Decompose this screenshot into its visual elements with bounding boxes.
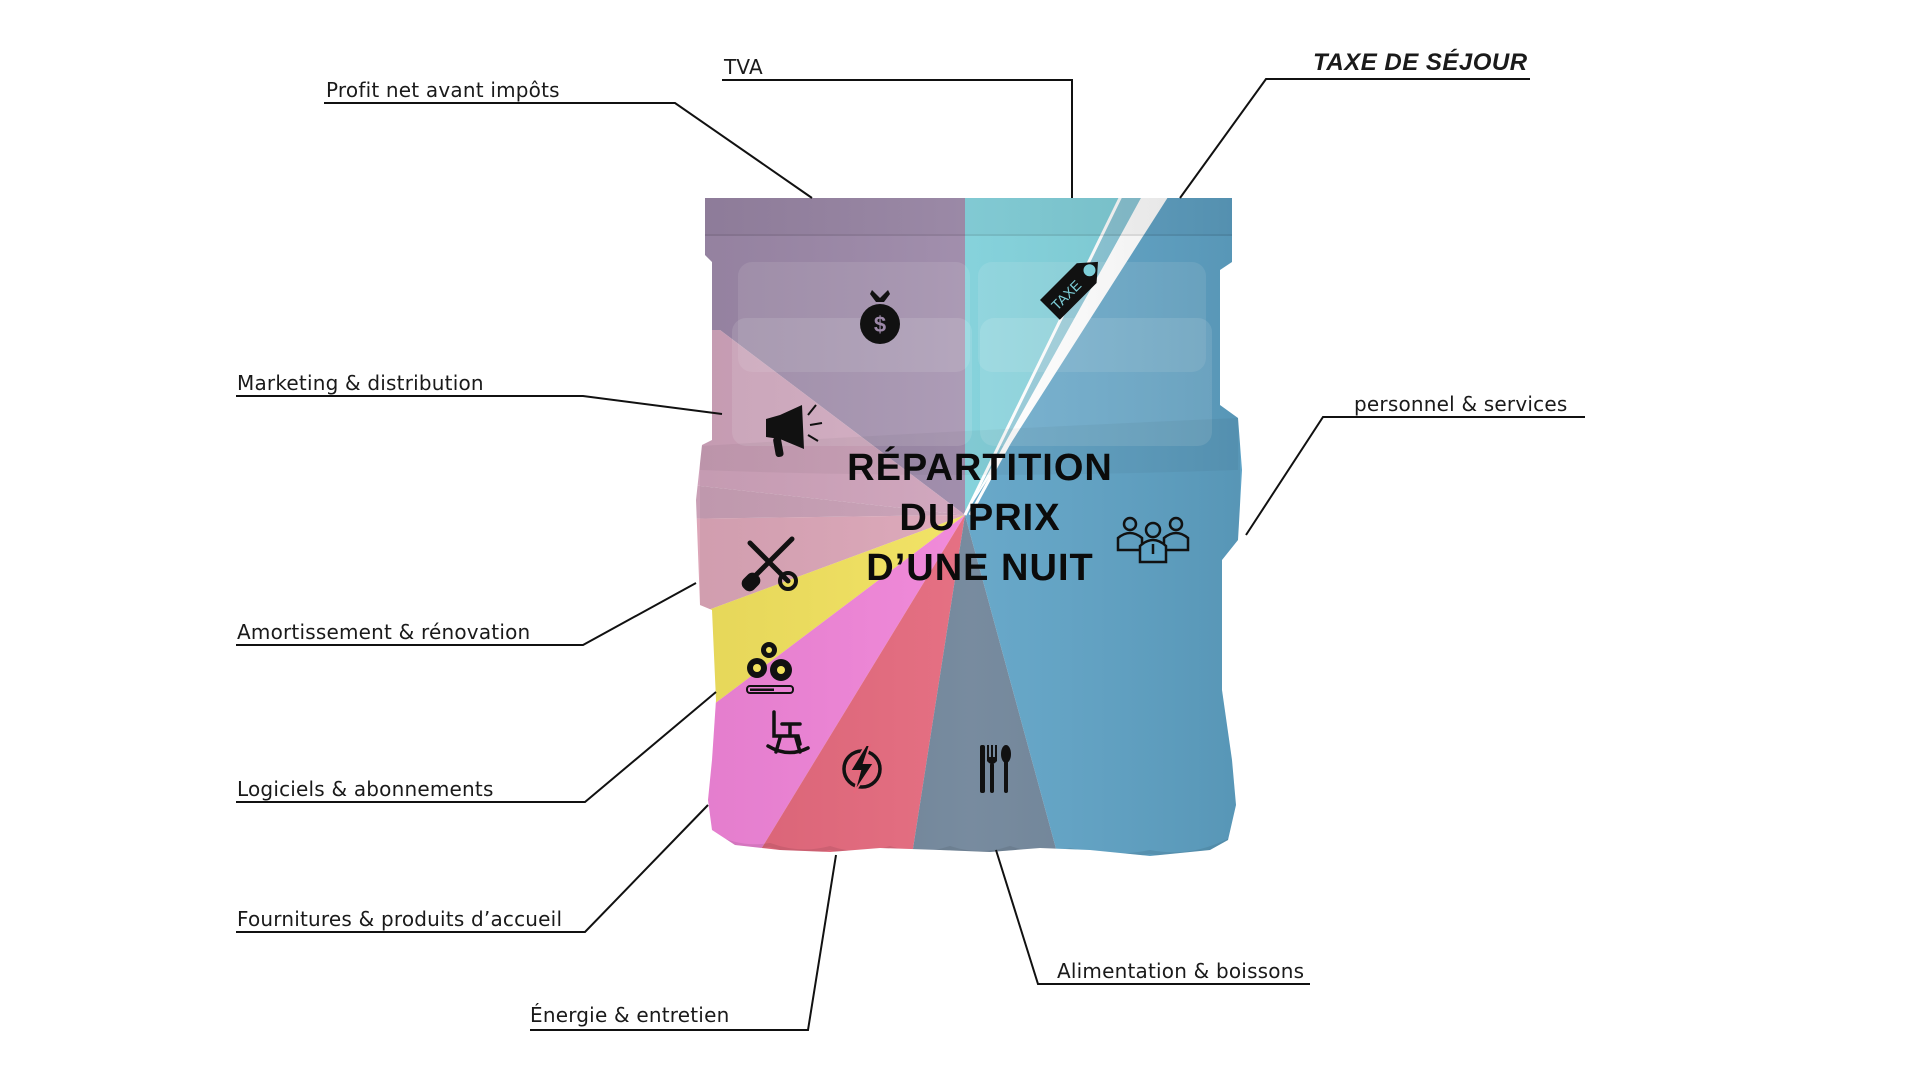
label-logiciels: Logiciels & abonnements — [237, 777, 494, 801]
leader-taxe — [1179, 78, 1530, 199]
leader-energie — [530, 854, 837, 1031]
diagram-title-line-3: D’UNE NUIT — [866, 547, 1094, 589]
label-personnel: personnel & services — [1354, 392, 1568, 416]
leader-fournitures — [236, 804, 709, 933]
label-taxe-sejour: TAXE DE SÉJOUR — [1313, 49, 1528, 76]
gears-progress-icon — [746, 642, 794, 694]
leader-logiciels — [236, 691, 717, 803]
diagram-title-line-2: DU PRIX — [899, 497, 1061, 539]
lightning-icon — [842, 744, 882, 794]
tools-icon — [741, 536, 798, 592]
diagram-title-line-1: RÉPARTITION — [847, 447, 1113, 489]
label-amortissement: Amortissement & rénovation — [237, 620, 531, 644]
label-marketing: Marketing & distribution — [237, 371, 484, 395]
svg-text:$: $ — [874, 312, 886, 337]
bed-pie — [696, 198, 1242, 856]
leader-amortissement — [236, 582, 697, 646]
team-icon — [1116, 516, 1190, 564]
leader-marketing — [236, 395, 723, 415]
leader-tva — [722, 79, 1073, 198]
leader-lines — [236, 78, 1585, 1031]
label-tva: TVA — [724, 55, 763, 79]
megaphone-icon — [766, 404, 823, 458]
rocking-chair-icon — [766, 710, 810, 755]
label-alimentation: Alimentation & boissons — [1057, 959, 1305, 983]
leader-alimentation — [995, 849, 1310, 985]
label-profit: Profit net avant impôts — [326, 78, 560, 102]
cutlery-icon — [980, 745, 1011, 793]
leader-profit — [324, 102, 813, 199]
label-fournitures: Fournitures & produits d’accueil — [237, 907, 563, 931]
label-energie: Énergie & entretien — [530, 1003, 730, 1027]
money-bag-icon: $ — [860, 290, 900, 344]
leader-personnel — [1245, 416, 1585, 536]
